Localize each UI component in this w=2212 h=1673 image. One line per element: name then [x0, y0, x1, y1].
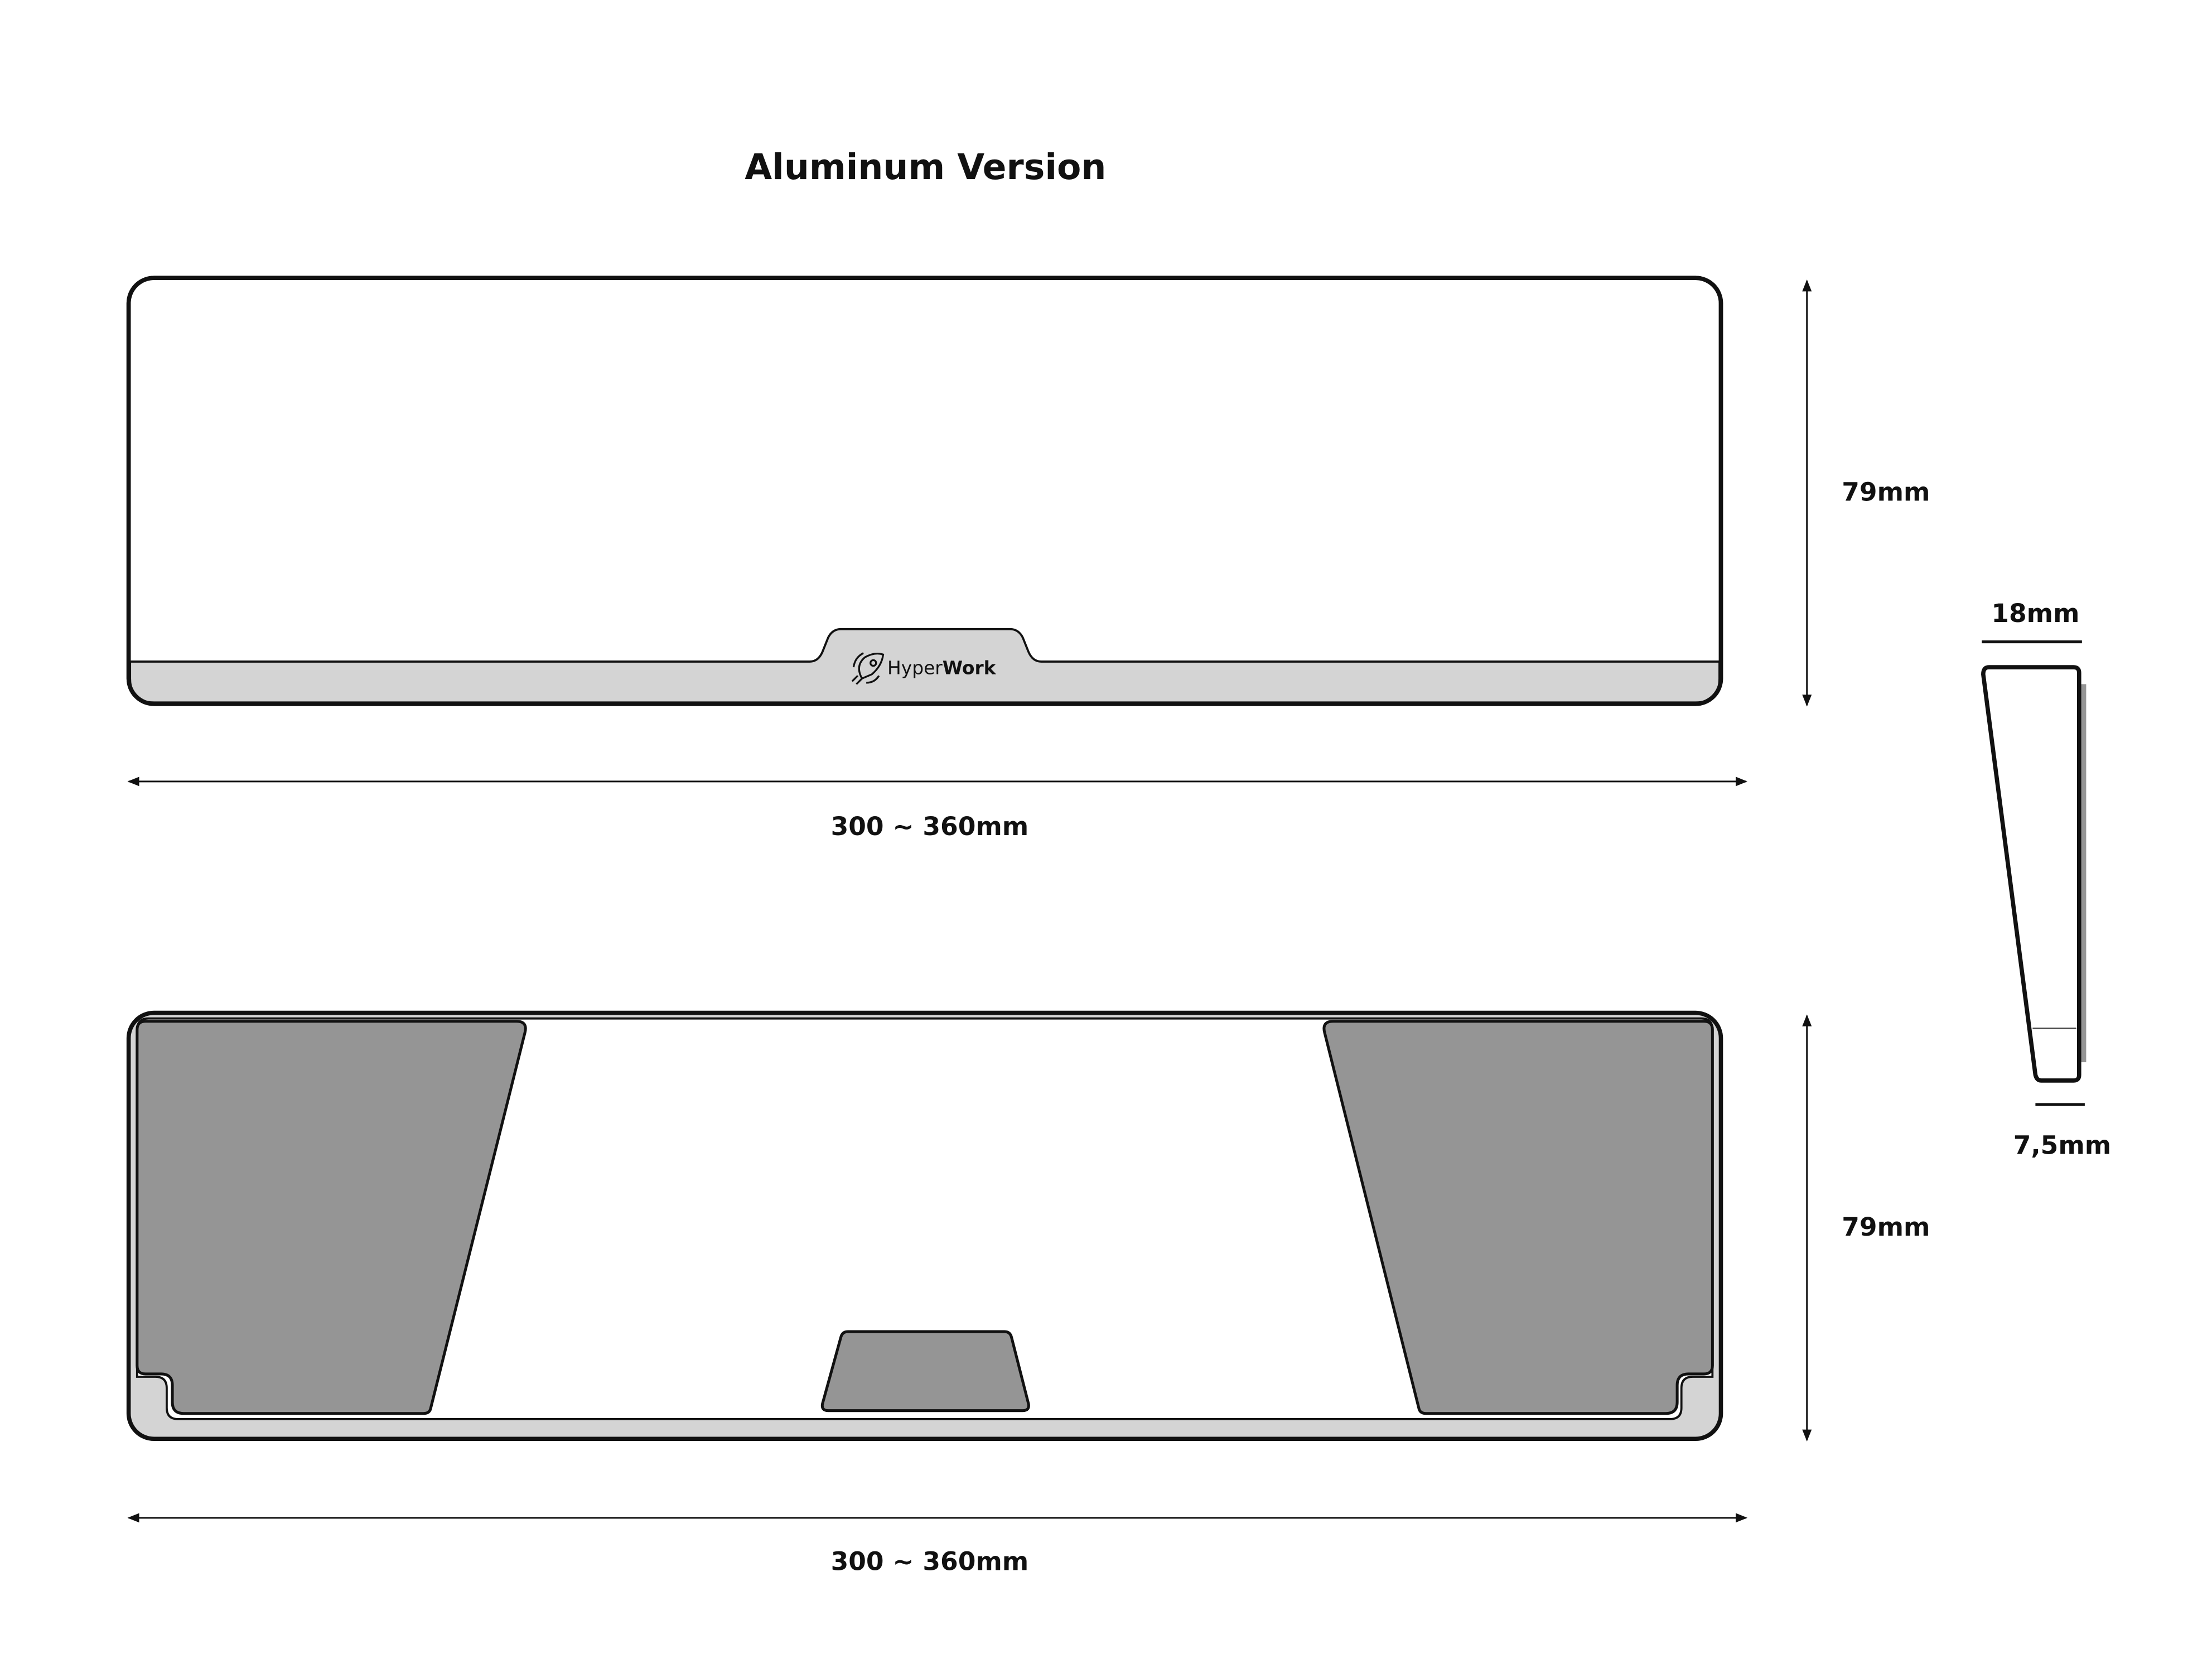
bottom-view-inner-recess [136, 1017, 1714, 1420]
bottom-thickness-label: 7,5mm [2013, 1130, 2111, 1160]
bottom-height-label: 79mm [1842, 1212, 1930, 1242]
left-rubber-pad [136, 1020, 527, 1415]
top-width-label: 300 ~ 360mm [831, 812, 1029, 841]
side-profile-shape [1981, 665, 2081, 1083]
bottom-view [126, 1010, 1723, 1441]
top-height-label: 79mm [1842, 478, 1930, 507]
logo-text-light: Hyper [887, 657, 943, 679]
diagram-title: Aluminum Version [745, 146, 1106, 187]
top-thickness-label: 18mm [1991, 599, 2079, 628]
top-view: HyperWork [126, 276, 1723, 706]
svg-text:HyperWork: HyperWork [887, 657, 997, 679]
center-rubber-pad [820, 1330, 1030, 1412]
side-profile: 18mm 7,5mm [1981, 599, 2111, 1160]
rocket-icon [851, 652, 885, 685]
hyperwork-logo: HyperWork [851, 652, 997, 685]
right-rubber-pad [1322, 1020, 1714, 1415]
bottom-width-label: 300 ~ 360mm [831, 1546, 1029, 1576]
logo-text-bold: Work [943, 657, 997, 679]
